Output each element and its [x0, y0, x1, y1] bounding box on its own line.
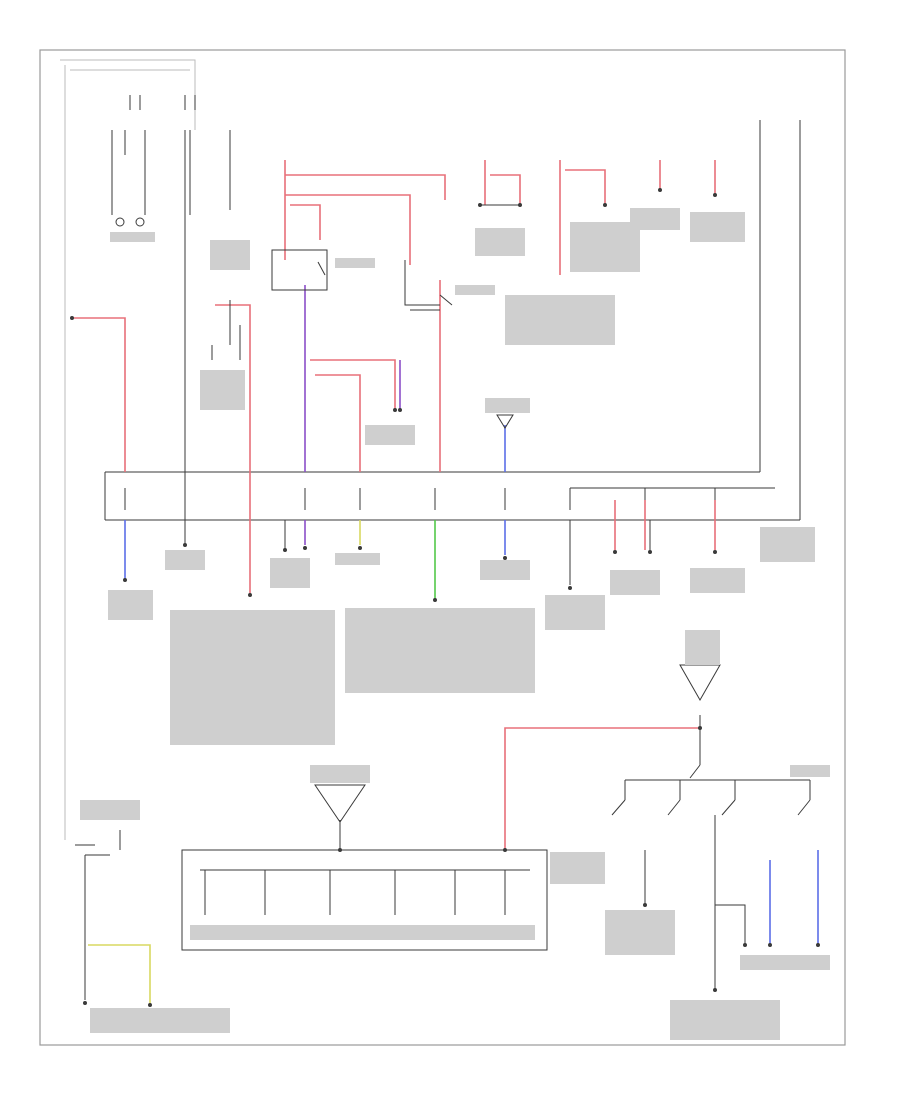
terminal-dots — [70, 188, 820, 1007]
blue-wires — [124, 425, 819, 945]
black-wires — [75, 204, 811, 1000]
fuse-taps — [124, 488, 716, 510]
yellow-wires — [88, 520, 361, 1005]
battery-feed-group — [60, 59, 231, 840]
fuse-block-bus — [104, 120, 801, 521]
red-wires — [72, 160, 716, 850]
component-label-blocks — [80, 208, 830, 1040]
purple-wires — [304, 285, 401, 545]
diagram-frame — [39, 49, 846, 1046]
